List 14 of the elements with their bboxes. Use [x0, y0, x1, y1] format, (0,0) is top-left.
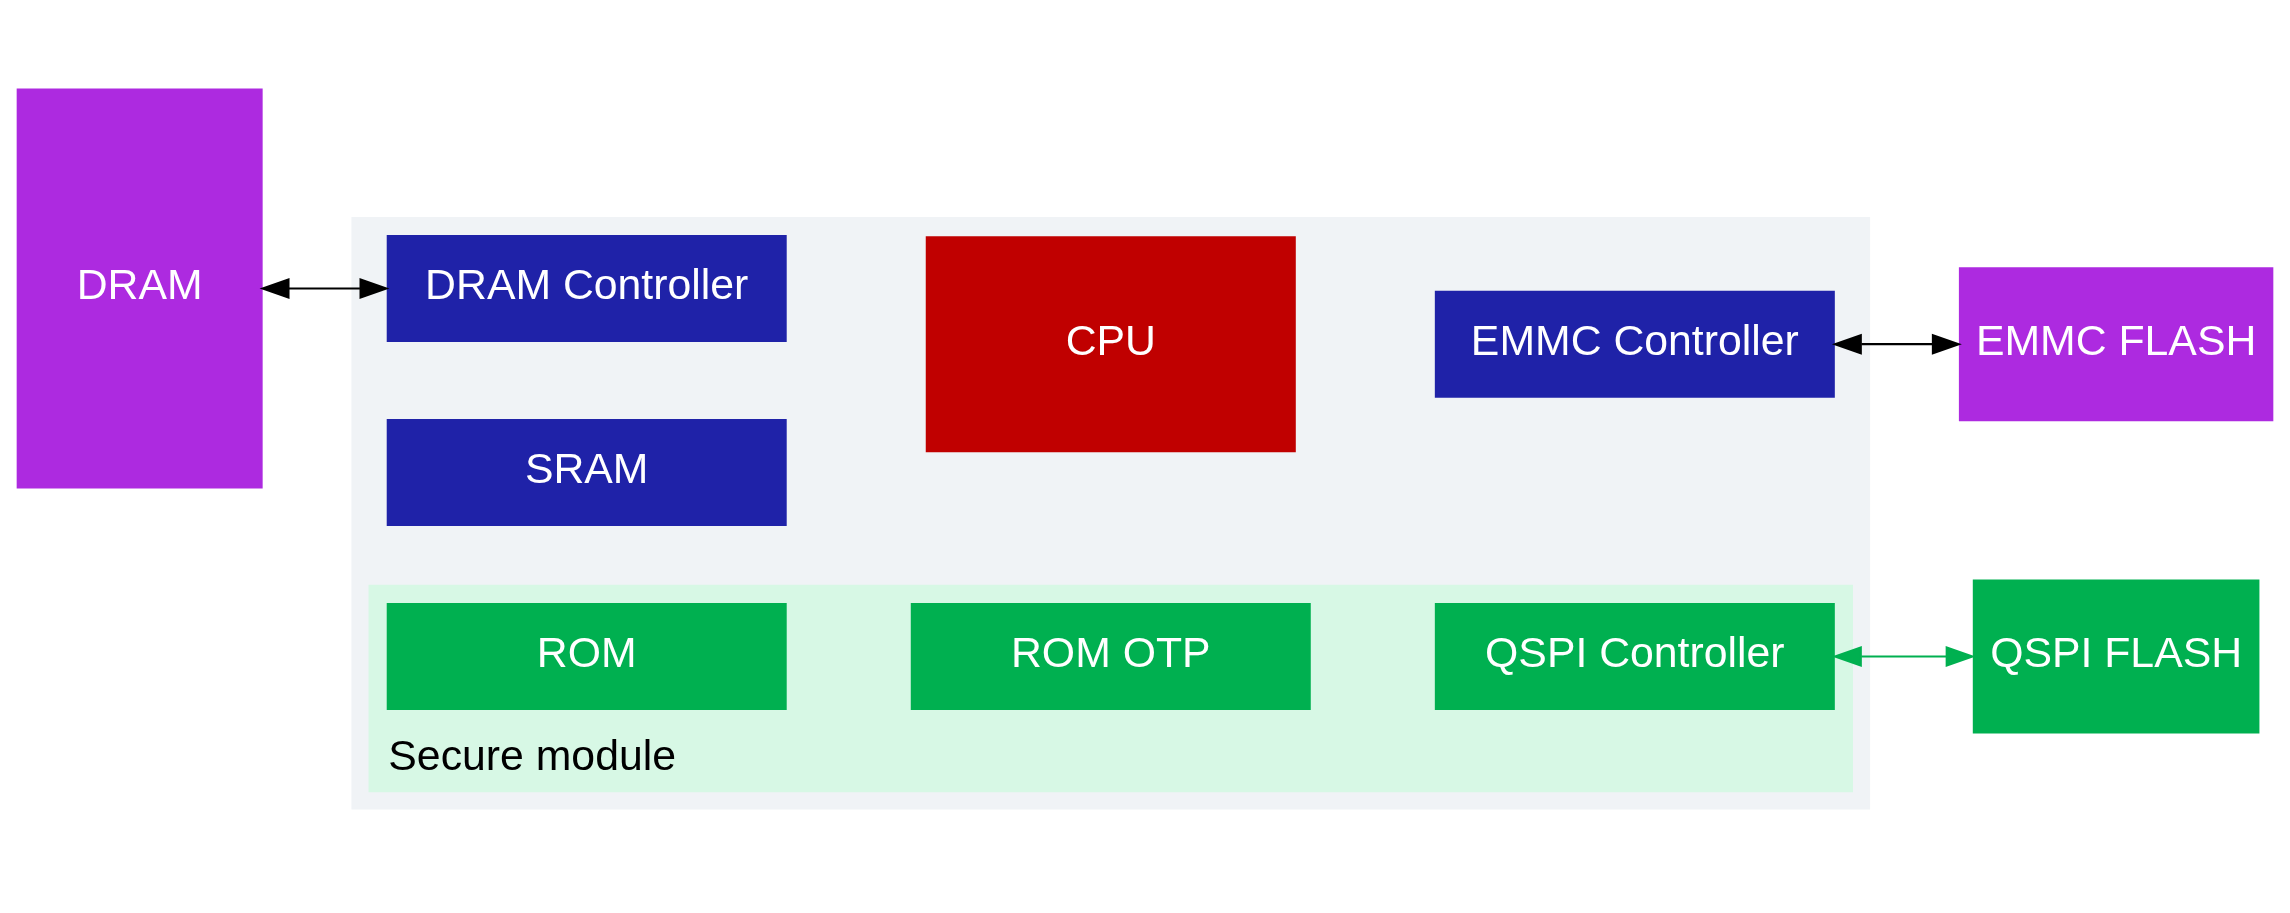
node-box: EMMC FLASH — [1958, 266, 2274, 421]
node-box: CPU — [925, 235, 1296, 452]
arrow — [1831, 333, 1962, 355]
arrow — [259, 277, 390, 299]
node-box: DRAM — [16, 88, 263, 489]
node-box: ROM OTP — [910, 602, 1311, 710]
node-box: ROM — [386, 602, 787, 710]
node-box: EMMC Controller — [1434, 290, 1835, 398]
node-box: QSPI Controller — [1434, 602, 1835, 710]
node-box: SRAM — [386, 418, 787, 526]
node-box: DRAM Controller — [386, 234, 787, 342]
cluster — [351, 216, 1871, 809]
node-box: QSPI FLASH — [1972, 578, 2260, 733]
arrow — [1831, 645, 1976, 667]
